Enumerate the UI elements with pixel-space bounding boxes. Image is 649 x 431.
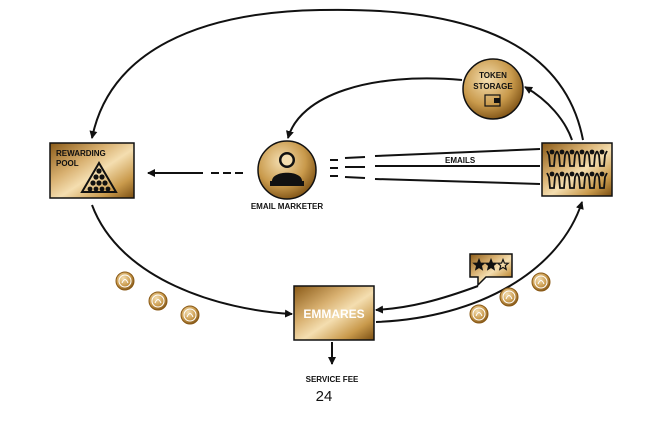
rewarding-pool-label-line2: POOL: [56, 159, 79, 168]
email-lines: [330, 148, 541, 185]
arrow-token-storage-to-marketer: [286, 77, 463, 139]
coin-icon: [499, 287, 519, 307]
person-icon: [546, 149, 558, 167]
email-marketer-node: [257, 140, 317, 200]
page-number: 24: [315, 388, 333, 405]
star-filled-icon: [472, 257, 486, 271]
star-rating-bubble: [469, 253, 513, 287]
recipients-group-box: [541, 142, 613, 197]
service-fee-label: SERVICE FEE: [306, 375, 359, 384]
coin-icon: [531, 272, 551, 292]
person-icon: [576, 149, 588, 167]
person-icon: [566, 171, 578, 189]
star-rating-icon: [472, 257, 510, 271]
coin-icon: [115, 271, 135, 291]
arrow-rating-to-emmares: [375, 285, 479, 314]
emmares-label: EMMARES: [303, 307, 364, 321]
arrow-group-to-rewarding-pool: [89, 8, 584, 141]
token-storage-label-line1: TOKEN: [479, 71, 507, 80]
person-icon: [546, 171, 558, 189]
coins-left: [115, 271, 200, 325]
person-icon: [596, 149, 608, 167]
star-filled-icon: [484, 257, 498, 271]
wallet-icon: [484, 94, 501, 107]
person-icon: [586, 149, 598, 167]
person-icon: [586, 171, 598, 189]
emmares-box: EMMARES: [293, 285, 375, 341]
coin-icon: [148, 291, 168, 311]
person-icon: [596, 171, 608, 189]
arrow-rewarding-pool-to-emmares: [91, 204, 293, 318]
rewarding-pool-label-line1: REWARDING: [56, 149, 106, 158]
arrow-emmares-to-group: [375, 201, 584, 323]
arrow-group-to-token-storage: [524, 86, 573, 141]
emails-label: EMAILS: [445, 156, 476, 165]
person-icon: [556, 149, 568, 167]
people-group-icon: [546, 149, 608, 189]
email-marketer-label: EMAIL MARKETER: [251, 202, 324, 211]
coins-right: [469, 272, 551, 324]
rewarding-pool-box: REWARDING POOL: [49, 142, 135, 199]
token-storage-node: TOKEN STORAGE: [462, 58, 524, 120]
coin-icon: [180, 305, 200, 325]
billiard-rack-icon: [80, 161, 118, 193]
token-storage-label-line2: STORAGE: [473, 82, 513, 91]
person-icon: [576, 171, 588, 189]
person-icon: [566, 149, 578, 167]
star-empty-icon: [496, 257, 510, 271]
user-at-desk-icon: [270, 152, 304, 186]
coin-icon: [469, 304, 489, 324]
person-icon: [556, 171, 568, 189]
